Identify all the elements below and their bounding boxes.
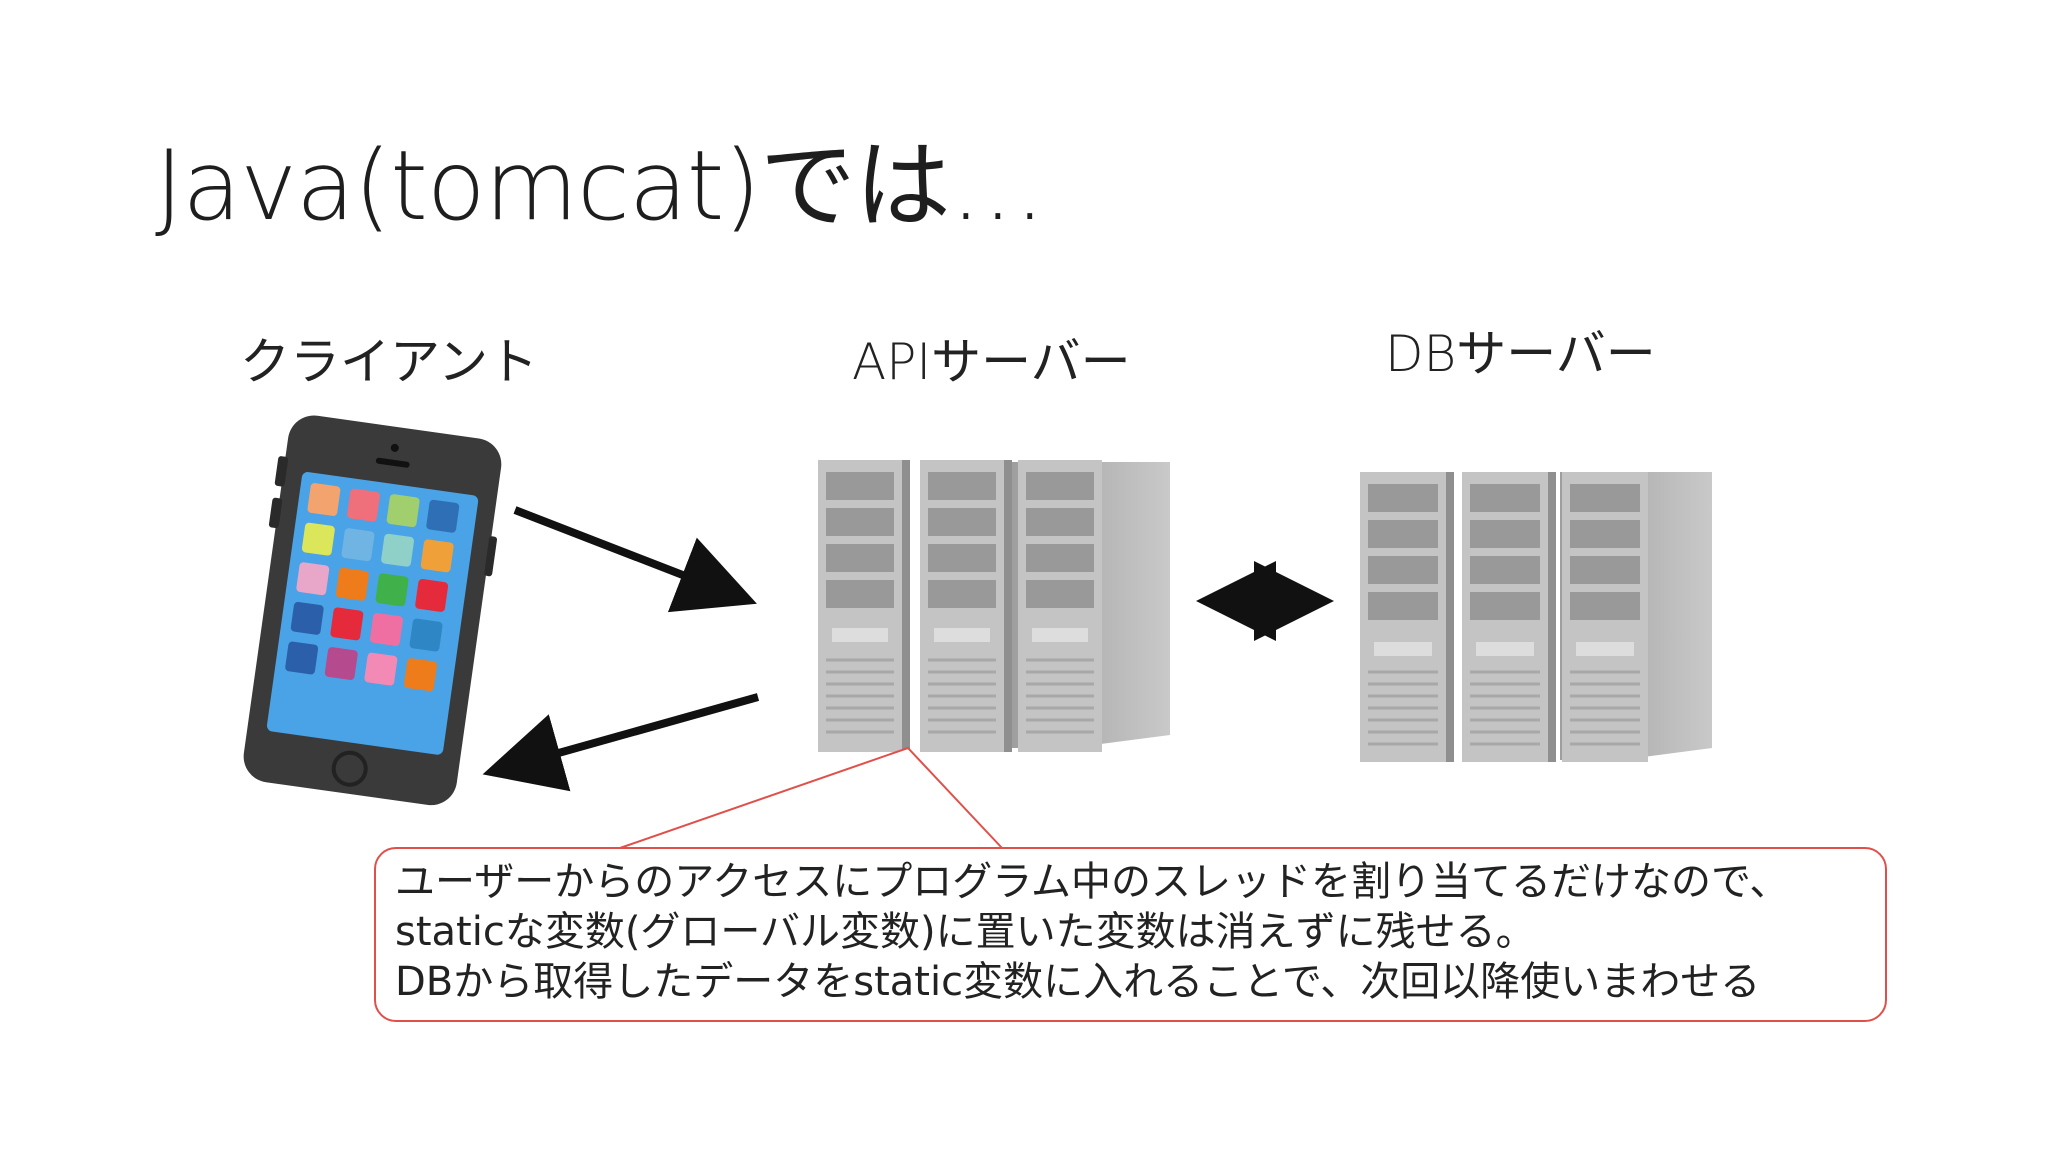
- api-server-icon: [818, 460, 1170, 752]
- client-label: クライアント: [240, 333, 538, 391]
- callout-box: [374, 847, 1887, 1022]
- smartphone-icon: [243, 415, 502, 806]
- callout-text: ユーザーからのアクセスにプログラム中のスレッドを割り当てるだけなので、 stat…: [395, 857, 1789, 1007]
- db-server-icon: [1360, 472, 1712, 762]
- request-arrow: [513, 506, 757, 613]
- page-title: Java(tomcat)では…: [155, 130, 1046, 242]
- response-arrow: [482, 693, 760, 792]
- callout-pointer: [619, 746, 1003, 849]
- api-server-label: APIサーバー: [852, 333, 1131, 391]
- callout-line-2: staticな変数(グローバル変数)に置いた変数は消えずに残せる。: [395, 909, 1536, 955]
- callout-line-3: DBから取得したデータをstatic変数に入れることで、次回以降使いまわせる: [395, 959, 1761, 1005]
- db-server-label: DBサーバー: [1385, 325, 1656, 383]
- callout-line-1: ユーザーからのアクセスにプログラム中のスレッドを割り当てるだけなので、: [395, 859, 1790, 905]
